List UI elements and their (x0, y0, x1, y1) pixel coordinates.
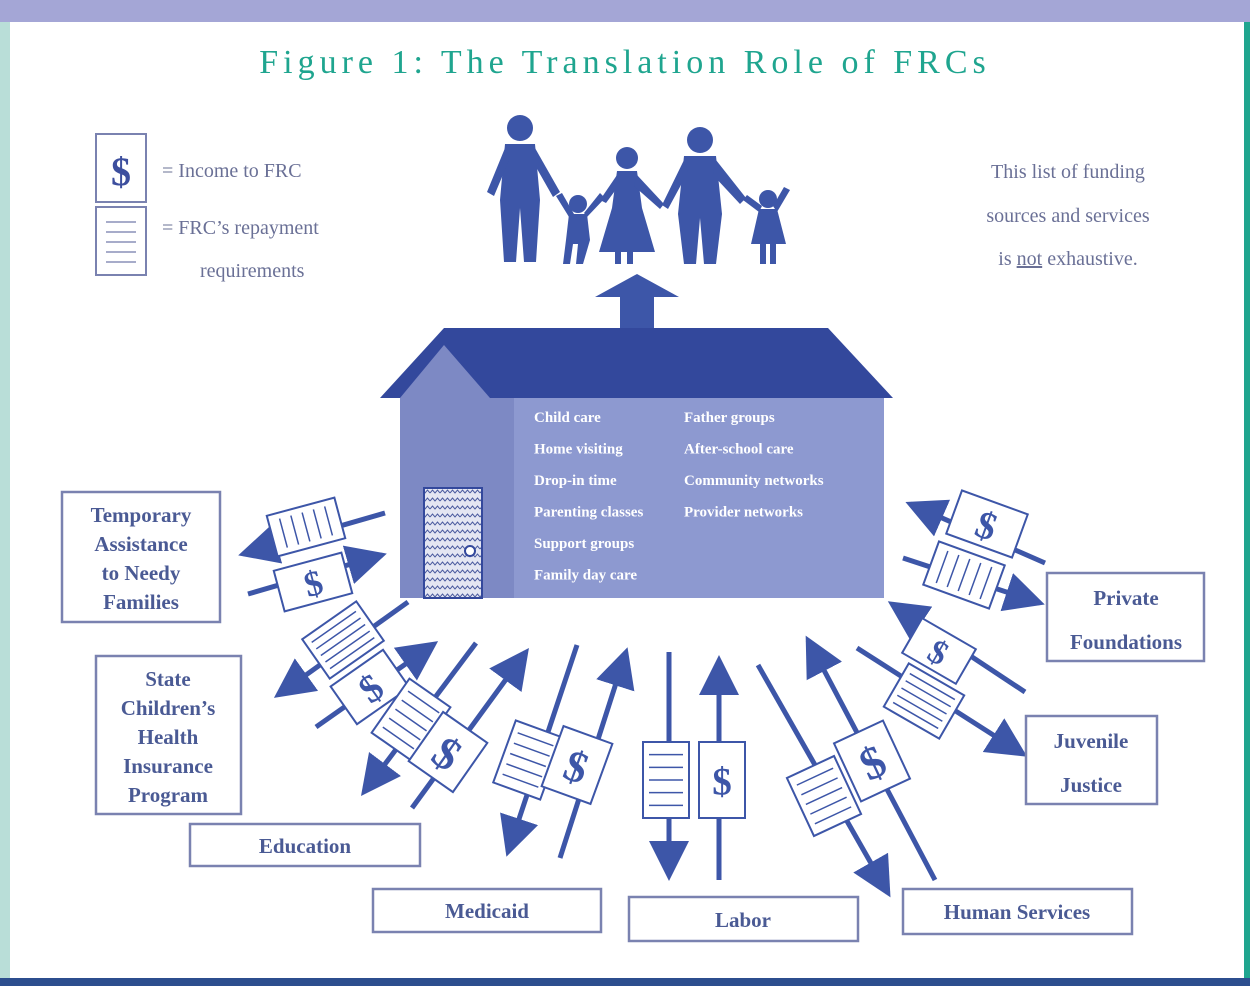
income-dollar-icon: $ (900, 616, 978, 686)
legend-repayment-text-2: requirements (200, 260, 305, 282)
service-item: Drop-in time (534, 473, 617, 489)
funder-label-line: Children’s (121, 696, 216, 720)
service-item: Family day care (534, 568, 637, 584)
frame-right-bar (1244, 22, 1250, 978)
medicaid-label: Medicaid (445, 899, 529, 923)
repayment-document-icon (785, 754, 863, 838)
service-item: Provider networks (684, 505, 803, 521)
labor-label: Labor (715, 908, 771, 932)
private-foundations-box (1045, 571, 1206, 663)
frc-house (380, 328, 893, 599)
funder-label-line: Assistance (94, 532, 187, 556)
labor-box (627, 895, 860, 943)
legend-repayment-text: = FRC’s repayment (162, 217, 319, 239)
note-line-3: is not exhaustive. (998, 248, 1137, 270)
door-knob (464, 545, 476, 557)
legend-income-text: = Income to FRC (162, 160, 302, 182)
repayment-document-icon (265, 496, 347, 558)
frame-top-bar (0, 0, 1250, 22)
legend-dollar-symbol: $ (111, 149, 131, 194)
service-item: Community networks (684, 473, 824, 489)
service-item: Support groups (534, 536, 634, 552)
juvenile-justice-box (1024, 714, 1159, 806)
figure-title: Figure 1: The Translation Role of FRCs (259, 44, 991, 81)
svg-text:$: $ (712, 761, 732, 804)
up-arrow (595, 274, 679, 330)
medicaid-box (371, 887, 603, 934)
house-door (423, 487, 483, 599)
funder-label-line: Juvenile (1054, 729, 1129, 753)
note-line-1: This list of funding (991, 161, 1145, 183)
schip-box (94, 654, 243, 816)
service-item: Home visiting (534, 442, 623, 458)
tanf-box (60, 490, 222, 624)
income-dollar-icon: $ (329, 648, 411, 726)
frame-bottom-bar (0, 978, 1250, 986)
exhaustive-note: This list of funding sources and service… (986, 161, 1149, 270)
service-item: Father groups (684, 410, 775, 426)
service-item: After-school care (684, 442, 794, 458)
repayment-document-icon (921, 540, 1007, 610)
family-silhouette-icon (487, 115, 790, 264)
income-dollar-icon: $ (944, 489, 1030, 559)
repayment-document-icon (370, 677, 452, 763)
funder-label-line: Justice (1060, 773, 1122, 797)
funder-label-line: Insurance (123, 754, 213, 778)
funder-label-line: to Needy (102, 561, 181, 585)
funder-label-line: Temporary (91, 503, 192, 527)
service-item: Parenting classes (534, 505, 643, 521)
funder-label-line: Health (138, 725, 199, 749)
frame-left-bar (0, 22, 10, 978)
human-services-box (901, 887, 1134, 936)
legend-income-icon (95, 133, 147, 203)
legend-repayment-icon (95, 206, 147, 276)
funder-label-line: Foundations (1070, 630, 1182, 654)
flow-icons: $$$$$$$$ (265, 489, 1030, 838)
legend-document-lines-icon (106, 221, 136, 263)
legend: $ = Income to FRC = FRC’s repayment requ… (95, 133, 319, 282)
funder-label-line: Families (103, 590, 179, 614)
repayment-document-icon (300, 600, 386, 680)
funder-label-line: Program (128, 783, 209, 807)
income-dollar-icon: $ (540, 724, 614, 806)
note-line-2: sources and services (986, 205, 1149, 227)
income-dollar-icon: $ (832, 719, 912, 803)
house-gable (400, 345, 490, 398)
repayment-document-icon (642, 741, 690, 819)
service-item: Child care (534, 410, 601, 426)
education-box (188, 822, 422, 868)
human-services-label: Human Services (944, 900, 1090, 924)
house-front-wall (514, 398, 884, 598)
funder-label-line: State (145, 667, 191, 691)
income-dollar-icon: $ (407, 710, 489, 794)
house-roof (380, 328, 893, 398)
income-dollar-icon: $ (698, 741, 746, 819)
repayment-document-icon (882, 661, 966, 741)
education-label: Education (259, 834, 352, 858)
income-dollar-icon: $ (272, 551, 354, 613)
funder-label-line: Private (1093, 586, 1158, 610)
